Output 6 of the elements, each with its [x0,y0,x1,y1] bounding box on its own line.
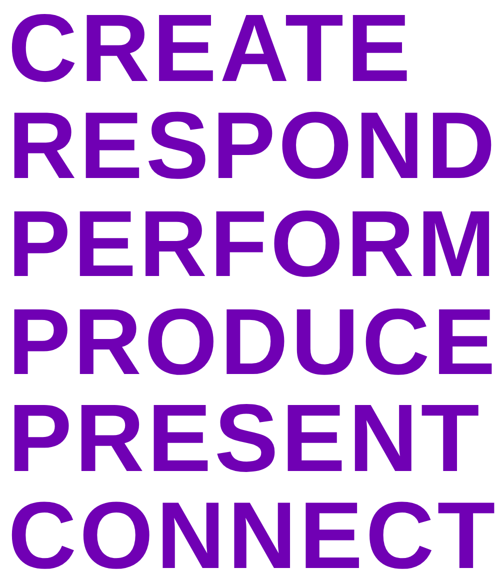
heading-word: CONNECT [8,488,498,585]
heading-word: RESPOND [8,98,498,195]
heading-word: CREATE [8,0,414,98]
heading-word: PRODUCE [8,292,498,390]
heading-word: PERFORM [8,195,498,292]
heading-word: PRESENT [8,390,482,488]
